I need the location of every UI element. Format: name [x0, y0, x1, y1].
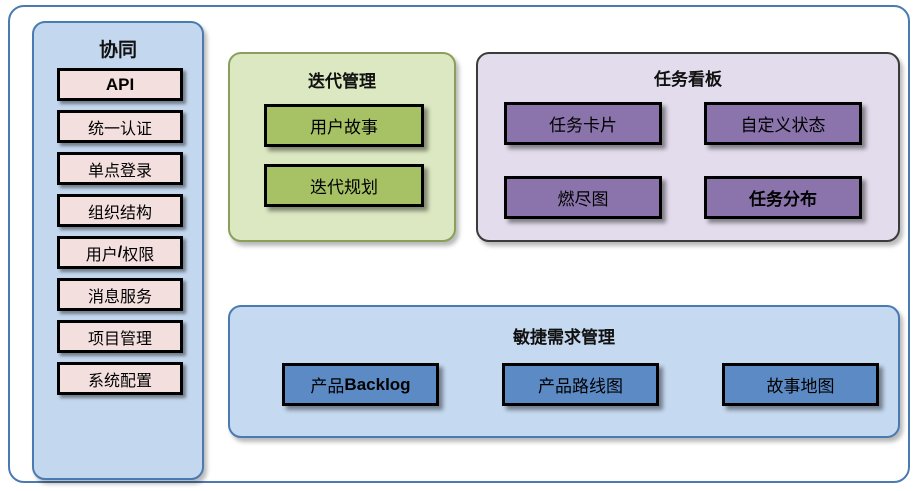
collaboration-panel[interactable]: 协同 API 统一认证 单点登录 组织结构 用户/权限 消息服务 项目管理 [32, 21, 204, 480]
taskboard-panel-title: 任务看板 [654, 70, 722, 89]
iteration-item-label: 迭代规划 [310, 178, 378, 197]
collaboration-item-list: API 统一认证 单点登录 组织结构 用户/权限 消息服务 项目管理 系统配置 [49, 68, 191, 404]
iteration-item-user-story[interactable]: 用户故事 [264, 104, 424, 147]
taskboard-item-label: 任务分布 [749, 190, 817, 209]
collaboration-item-label: 统一认证 [87, 120, 152, 138]
agile-item-label: 产品路线图 [538, 377, 623, 396]
agile-requirements-panel-title: 敏捷需求管理 [513, 328, 615, 347]
taskboard-item-custom-status[interactable]: 自定义状态 [704, 102, 862, 145]
iteration-item-iteration-planning[interactable]: 迭代规划 [264, 164, 424, 207]
collaboration-item-label: 消息服务 [87, 288, 152, 306]
collaboration-item-user-permission[interactable]: 用户/权限 [57, 236, 183, 269]
taskboard-item-label: 燃尽图 [557, 190, 609, 209]
agile-item-label: 故事地图 [766, 377, 835, 396]
collaboration-item-label: 组织结构 [87, 204, 152, 222]
taskboard-item-task-card[interactable]: 任务卡片 [504, 102, 662, 145]
taskboard-item-burndown-chart[interactable]: 燃尽图 [504, 176, 662, 219]
collaboration-item-label: 单点登录 [87, 162, 152, 180]
collaboration-item-message-service[interactable]: 消息服务 [57, 278, 183, 311]
agile-item-label-latin: Backlog [344, 374, 411, 394]
taskboard-item-label: 自定义状态 [740, 116, 826, 135]
taskboard-item-task-distribution[interactable]: 任务分布 [704, 176, 862, 219]
collaboration-item-system-config[interactable]: 系统配置 [57, 362, 183, 395]
agile-item-product-roadmap[interactable]: 产品路线图 [502, 363, 659, 406]
collaboration-item-label: 项目管理 [87, 330, 152, 348]
collaboration-item-label-suffix: 权限 [122, 246, 155, 264]
collaboration-item-single-sign-on[interactable]: 单点登录 [57, 152, 183, 185]
iteration-item-label: 用户故事 [310, 118, 378, 137]
collaboration-item-project-management[interactable]: 项目管理 [57, 320, 183, 353]
collaboration-item-label-separator: / [117, 243, 123, 261]
iteration-management-panel[interactable]: 迭代管理 用户故事 迭代规划 [228, 52, 456, 242]
taskboard-panel[interactable]: 任务看板 任务卡片 自定义状态 燃尽图 任务分布 [476, 52, 900, 242]
collaboration-item-api[interactable]: API [57, 68, 183, 101]
agile-item-label-prefix: 产品 [310, 377, 345, 396]
collaboration-item-label: 系统配置 [87, 372, 152, 390]
collaboration-item-label-prefix: 用户 [85, 246, 118, 264]
collaboration-item-org-structure[interactable]: 组织结构 [57, 194, 183, 227]
architecture-diagram: 协同 API 统一认证 单点登录 组织结构 用户/权限 消息服务 项目管理 [8, 5, 910, 483]
collaboration-item-label: API [105, 74, 135, 94]
agile-item-story-map[interactable]: 故事地图 [722, 363, 879, 406]
taskboard-item-label: 任务卡片 [549, 116, 617, 135]
iteration-management-panel-title: 迭代管理 [308, 72, 376, 91]
collaboration-panel-title: 协同 [98, 40, 137, 61]
collaboration-item-unified-auth[interactable]: 统一认证 [57, 110, 183, 143]
